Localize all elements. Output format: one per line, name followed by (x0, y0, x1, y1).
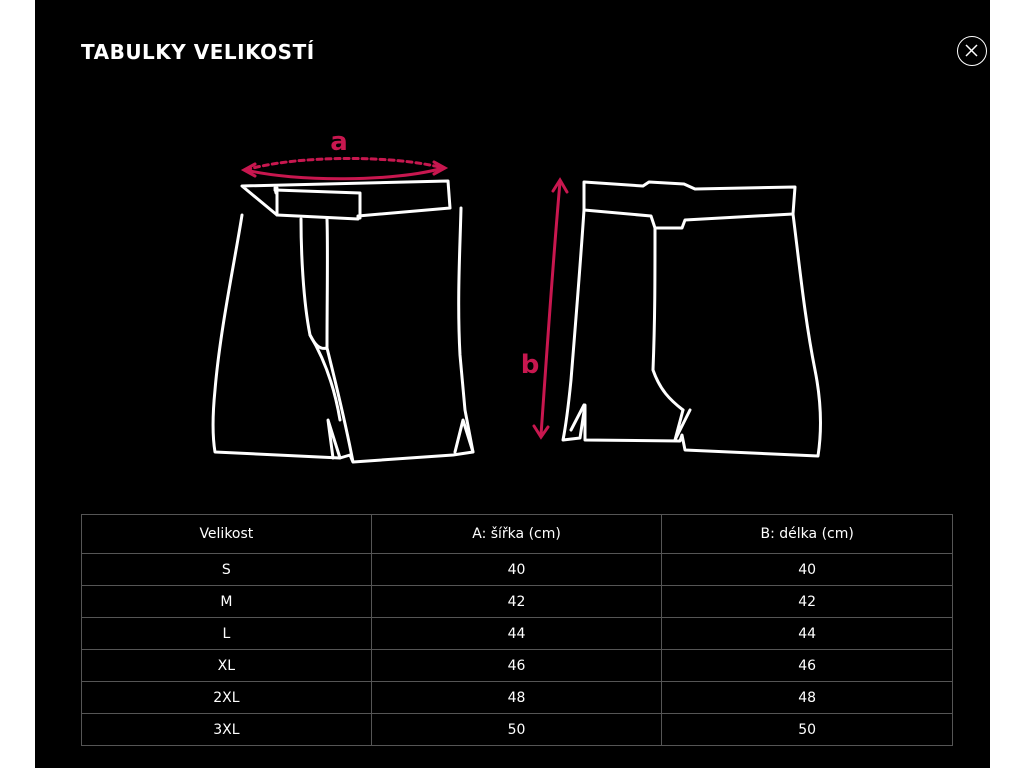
measurement-a-arrow (240, 156, 449, 181)
measurement-a-label: a (330, 127, 348, 157)
length-cell: 48 (661, 681, 953, 714)
width-cell: 42 (370, 585, 663, 618)
shorts-illustration: a b (211, 127, 822, 464)
width-cell: 48 (370, 681, 663, 714)
length-cell: 50 (661, 713, 953, 746)
table-row: L 44 44 (81, 617, 953, 650)
size-cell: S (81, 553, 372, 586)
width-cell: 40 (370, 553, 663, 586)
shorts-back-view (561, 180, 822, 458)
length-cell: 42 (661, 585, 953, 618)
table-header-row: Velikost A: šířka (cm) B: délka (cm) (81, 514, 953, 554)
size-table: Velikost A: šířka (cm) B: délka (cm) S 4… (81, 514, 953, 746)
close-icon (965, 44, 978, 57)
shorts-front-view (211, 179, 475, 464)
column-header-size: Velikost (81, 514, 372, 554)
column-header-width: A: šířka (cm) (370, 514, 663, 554)
table-row: 2XL 48 48 (81, 681, 953, 714)
size-cell: 3XL (81, 713, 372, 746)
size-cell: 2XL (81, 681, 372, 714)
table-row: XL 46 46 (81, 649, 953, 682)
length-cell: 44 (661, 617, 953, 650)
table-row: S 40 40 (81, 553, 953, 586)
table-row: M 42 42 (81, 585, 953, 618)
measurement-b-label: b (521, 350, 540, 380)
close-button[interactable] (957, 36, 987, 66)
size-cell: M (81, 585, 372, 618)
length-cell: 40 (661, 553, 953, 586)
length-cell: 46 (661, 649, 953, 682)
table-row: 3XL 50 50 (81, 713, 953, 746)
size-cell: L (81, 617, 372, 650)
width-cell: 44 (370, 617, 663, 650)
width-cell: 50 (370, 713, 663, 746)
width-cell: 46 (370, 649, 663, 682)
measurement-b-arrow (532, 177, 569, 440)
size-cell: XL (81, 649, 372, 682)
column-header-length: B: délka (cm) (661, 514, 953, 554)
size-chart-modal: TABULKY VELIKOSTÍ (35, 0, 990, 768)
modal-title: TABULKY VELIKOSTÍ (81, 40, 315, 64)
